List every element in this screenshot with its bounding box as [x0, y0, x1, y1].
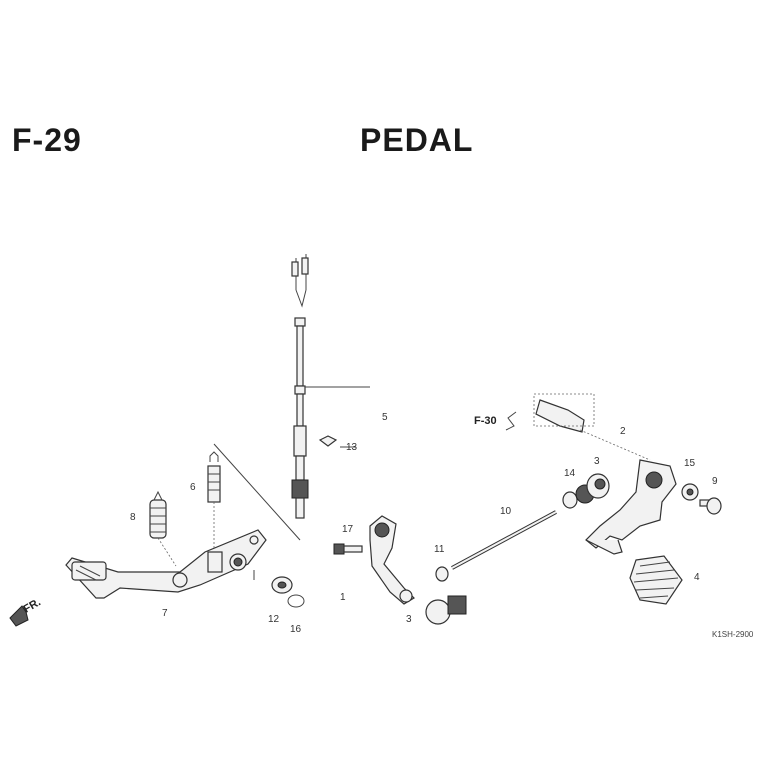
tie-rod-part[interactable] [451, 510, 557, 570]
callout-6: 6 [190, 482, 196, 493]
callout-5: 5 [382, 412, 388, 423]
spring-part[interactable] [149, 490, 177, 567]
page-code: F-29 [12, 122, 82, 158]
page-title: PEDAL [360, 122, 474, 158]
callout-9: 9 [712, 476, 718, 487]
brake-rod-part[interactable] [291, 254, 370, 519]
diagram-code: K1SH-2900 [712, 630, 754, 639]
callout-3-upper: 3 [594, 456, 600, 467]
callout-8: 8 [130, 512, 136, 523]
direction-label: FR. [22, 596, 43, 615]
brake-pedal-part[interactable] [65, 529, 267, 599]
shift-arm-part[interactable] [369, 515, 415, 605]
washer-15-part[interactable] [681, 483, 699, 501]
reference-label: F-30 [474, 415, 497, 427]
reference-arrow-icon [505, 411, 517, 431]
front-arrow-icon [9, 605, 29, 627]
callout-12: 12 [268, 614, 280, 625]
callout-14: 14 [564, 468, 576, 479]
callout-2: 2 [620, 426, 626, 437]
callout-16: 16 [290, 624, 302, 635]
callout-4: 4 [694, 572, 700, 583]
callout-15: 15 [684, 458, 696, 469]
callout-13: 13 [346, 442, 358, 453]
callout-3-lower: 3 [406, 614, 412, 625]
clip-part[interactable] [318, 435, 344, 448]
joint-lower-part[interactable] [425, 595, 467, 625]
washer-part[interactable] [271, 576, 293, 594]
callout-10: 10 [500, 506, 512, 517]
bolt-9-part[interactable] [699, 497, 722, 515]
callout-7: 7 [162, 608, 168, 619]
circlip-part[interactable] [287, 594, 305, 608]
joint-upper-part[interactable] [586, 473, 610, 499]
bolt-17-part[interactable] [333, 543, 363, 555]
rubber-part[interactable] [629, 555, 683, 605]
shift-pedal-part[interactable] [533, 393, 677, 555]
nut-11-part[interactable] [435, 566, 449, 582]
spring-6-part[interactable] [207, 443, 301, 548]
callout-17: 17 [342, 524, 354, 535]
callout-1: 1 [340, 592, 346, 603]
callout-11: 11 [434, 544, 445, 555]
